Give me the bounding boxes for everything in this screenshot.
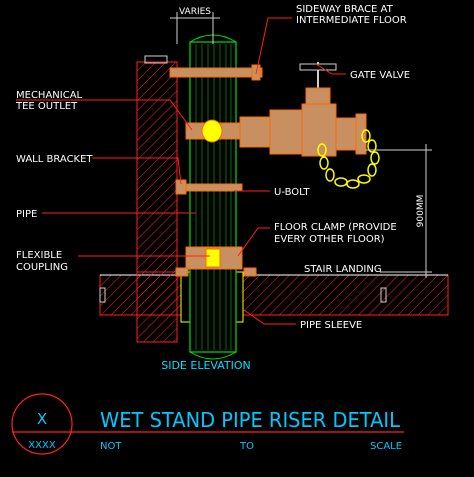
title-symbol-circle [11,393,73,455]
label-mech-tee-2: TEE OUTLET [15,101,78,112]
dim-varies [170,12,220,44]
gate-valve [299,62,367,157]
scale-to: TO [239,441,254,452]
label-floor-clamp-2: EVERY OTHER FLOOR) [274,234,385,245]
label-stair-landing: STAIR LANDING [304,264,382,275]
label-sideway-brace-1: SIDEWAY BRACE AT [296,4,394,15]
label-flexible-2: COUPLING [16,262,68,273]
pipe-riser [189,34,237,360]
title-block: X XXXX WET STAND PIPE RISER DETAIL NOT T… [11,393,404,455]
valve-chain [317,129,380,189]
caption-side-elevation: SIDE ELEVATION [161,359,251,372]
label-gate-valve: GATE VALVE [350,70,410,81]
label-wall-bracket: WALL BRACKET [16,154,93,165]
label-mech-tee-1: MECHANICAL [16,90,83,101]
label-sideway-brace-2: INTERMEDIATE FLOOR [296,15,407,26]
label-pipe-sleeve: PIPE SLEEVE [300,320,362,331]
title-sheet: XXXX [28,440,56,451]
label-flexible-1: FLEXIBLE [16,250,62,261]
scale-scale: SCALE [370,441,402,452]
label-u-bolt: U-BOLT [274,187,310,198]
floor-clamp [175,246,257,277]
leader-lines [16,17,346,325]
title-symbol: X [37,410,47,428]
dim-900 [365,144,432,278]
title-text: WET STAND PIPE RISER DETAIL [100,408,401,432]
wall [136,55,178,273]
label-floor-clamp-1: FLOOR CLAMP (PROVIDE [274,222,397,233]
wall-cap [144,55,168,64]
label-900mm: 900MM [416,195,426,228]
label-pipe: PIPE [16,209,37,220]
scale-not: NOT [100,441,122,452]
floor-slab [99,271,449,343]
label-varies: VARIES [179,7,211,17]
